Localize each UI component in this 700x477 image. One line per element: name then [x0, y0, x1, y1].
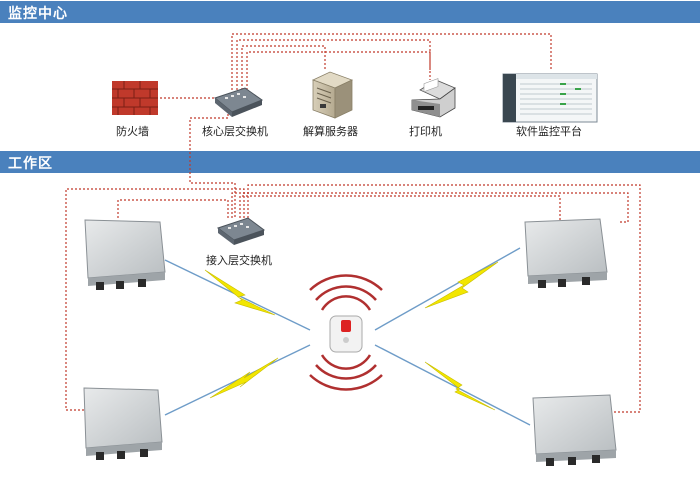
label-server: 解算服务器 [303, 125, 358, 138]
monitoring-links [65, 33, 641, 413]
lightning-bolt-icon [424, 261, 499, 309]
wireless-sensor-icon [309, 274, 383, 391]
lightning-bolt-icon [204, 269, 276, 316]
label-firewall: 防火墙 [116, 125, 149, 138]
field-enclosure-top-right [524, 218, 608, 288]
field-enclosure-bottom-right [532, 394, 617, 466]
section-header-work-area: 工作区 [0, 151, 700, 173]
label-core-switch: 核心层交换机 [202, 125, 268, 138]
printer-icon [411, 78, 456, 118]
server-icon [311, 71, 354, 119]
lightning-bolt-icon [424, 361, 496, 411]
field-enclosure-bottom-left [83, 387, 163, 460]
lightning-bolt-icon [209, 357, 279, 399]
core-switch-icon [213, 87, 264, 117]
label-printer: 打印机 [409, 125, 442, 138]
label-software-platform: 软件监控平台 [516, 125, 582, 138]
monitor-screen-icon [502, 73, 598, 123]
label-access-switch: 接入层交换机 [206, 254, 272, 267]
section-title-monitoring-center: 监控中心 [8, 6, 68, 22]
field-enclosure-top-left [84, 219, 166, 290]
section-title-work-area: 工作区 [8, 156, 53, 172]
access-switch-icon [216, 217, 266, 245]
firewall-icon [112, 81, 158, 115]
section-header-monitoring-center: 监控中心 [0, 1, 700, 23]
wireless-bolts [204, 261, 499, 411]
